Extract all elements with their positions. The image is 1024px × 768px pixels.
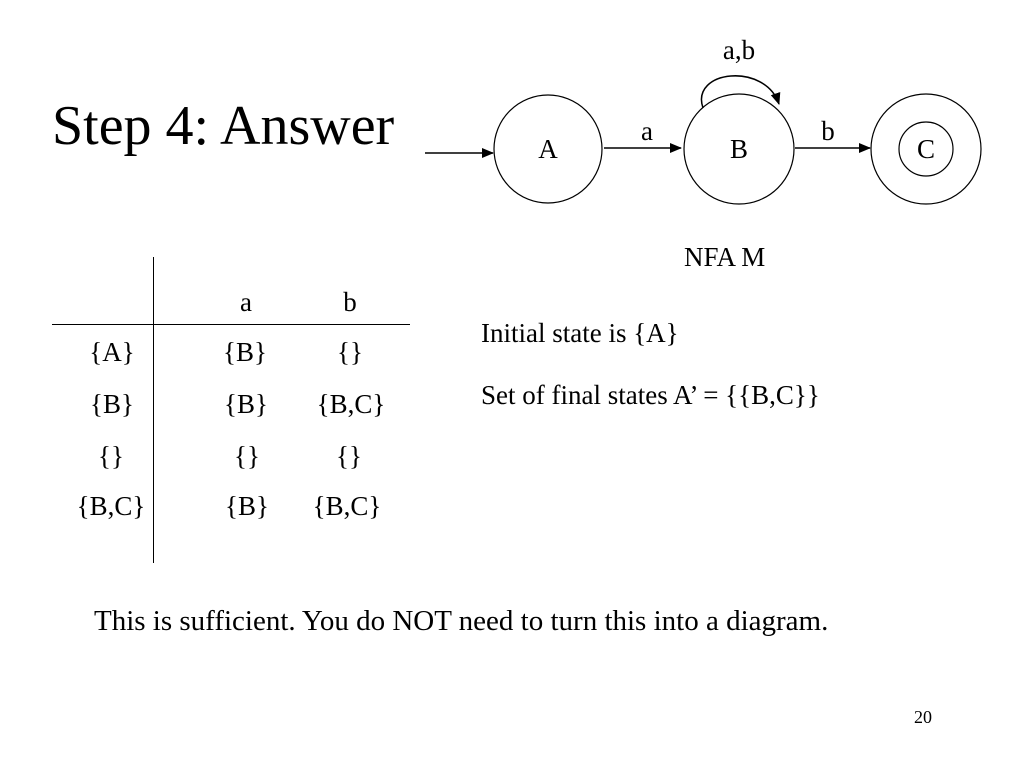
table-row-state: {} — [98, 441, 124, 471]
state-c-label: C — [917, 134, 935, 164]
transition-b-self-loop — [700, 75, 781, 109]
table-vertical-rule — [153, 257, 154, 563]
nfa-diagram: A a B a,b b C — [425, 35, 982, 205]
table-row-a: {} — [234, 441, 260, 471]
table-horizontal-rule — [52, 324, 410, 325]
footer-note: This is sufficient. You do NOT need to t… — [94, 605, 829, 637]
table-header-a: a — [240, 287, 252, 317]
table-row-a: {B} — [224, 389, 268, 419]
slide-title: Step 4: Answer — [52, 95, 395, 157]
state-b: B — [683, 93, 795, 205]
table-row-b: {B,C} — [312, 491, 382, 521]
table-row-state: {B,C} — [76, 491, 146, 521]
transition-b-self-loop-label: a,b — [723, 35, 755, 65]
table-row-b: {B,C} — [316, 389, 386, 419]
table-row-state: {B} — [90, 389, 134, 419]
table-header-b: b — [343, 287, 357, 317]
transition-b-to-c-label: b — [821, 116, 835, 146]
initial-state-text: Initial state is {A} — [481, 318, 679, 348]
table-row-a: {B} — [223, 337, 267, 367]
state-c-inner-circle — [898, 121, 954, 177]
state-a-label: A — [538, 134, 558, 164]
table-row-b: {} — [337, 337, 363, 367]
state-c-outer-circle — [870, 93, 982, 205]
state-a: A — [493, 94, 603, 204]
state-c: C — [870, 93, 982, 205]
nfa-caption: NFA M — [684, 242, 766, 272]
state-b-circle — [683, 93, 795, 205]
final-states-text: Set of final states A’ = {{B,C}} — [481, 380, 820, 410]
table-row-state: {A} — [89, 337, 135, 367]
table-row-a: {B} — [225, 491, 269, 521]
state-b-label: B — [730, 134, 748, 164]
table-row-b: {} — [336, 441, 362, 471]
page-number: 20 — [914, 707, 932, 727]
state-a-circle — [493, 94, 603, 204]
transition-a-to-b-label: a — [641, 116, 653, 146]
